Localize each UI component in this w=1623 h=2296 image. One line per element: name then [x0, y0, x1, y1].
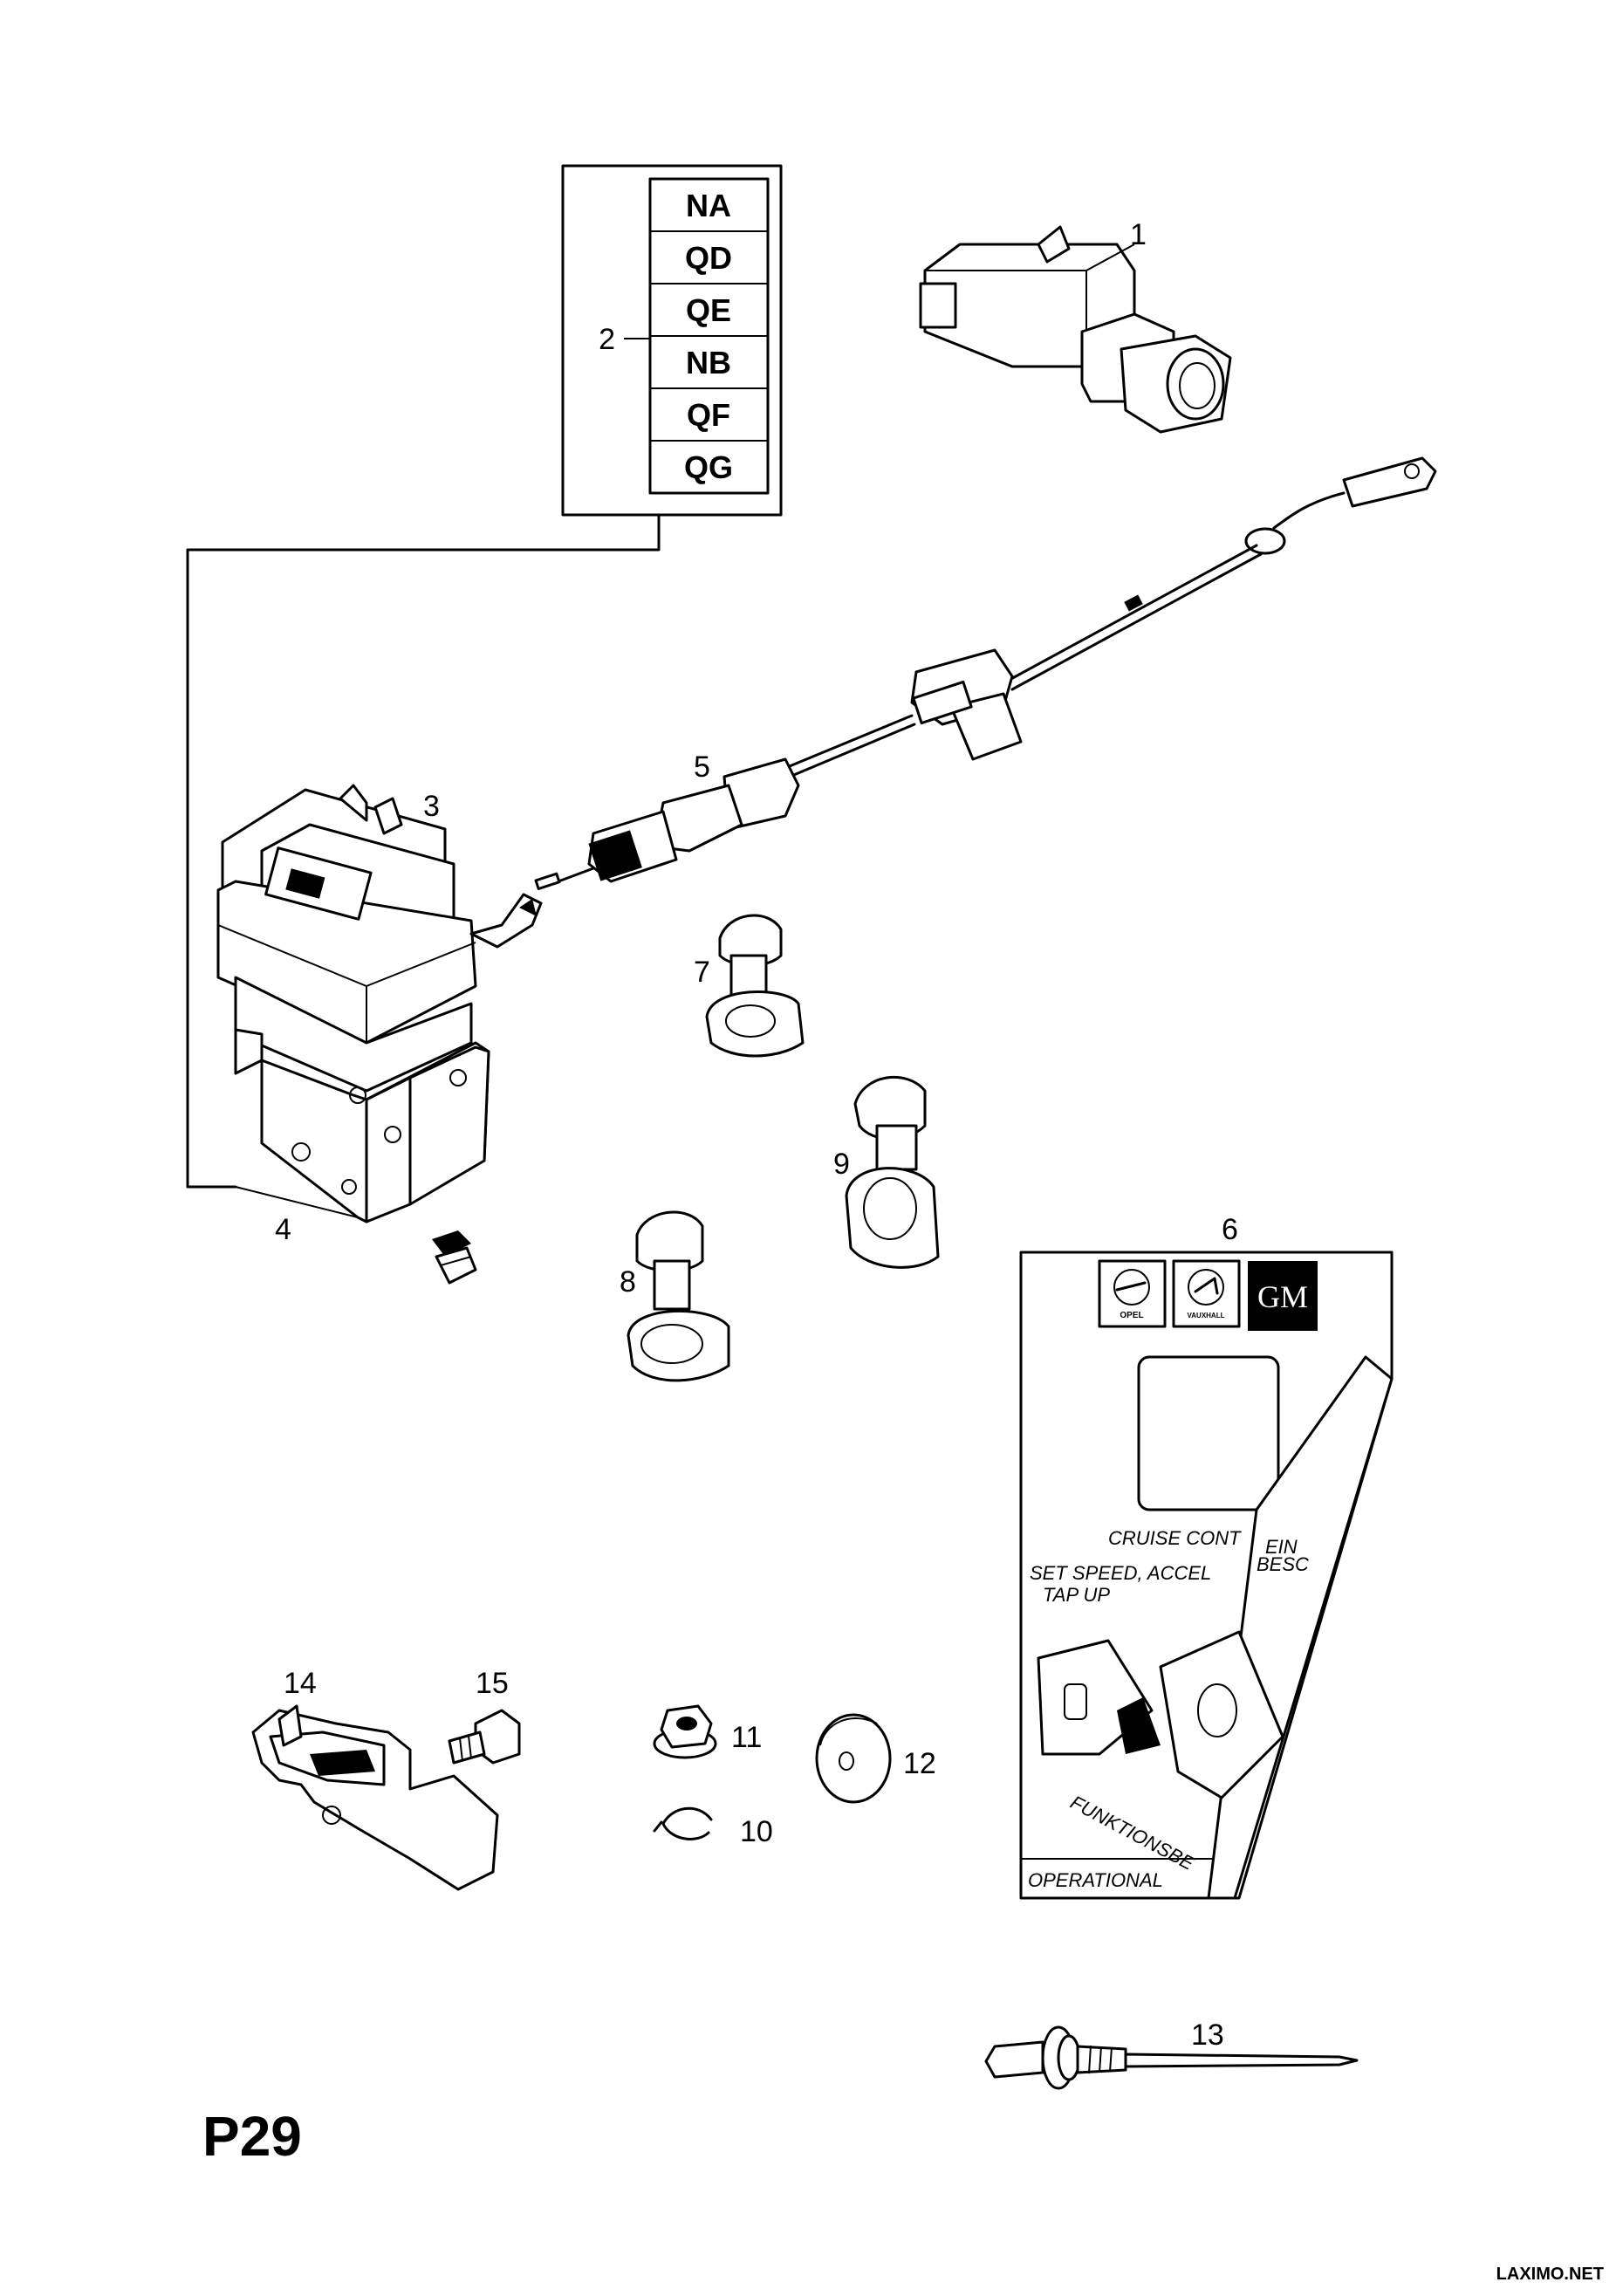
card-line-1: CRUISE CONT: [1108, 1527, 1242, 1549]
callout-11: 11: [731, 1721, 762, 1754]
card-footer: OPERATIONAL: [1028, 1869, 1163, 1891]
callout-6: 6: [1222, 1213, 1238, 1246]
variant-code-qd: QD: [685, 240, 732, 276]
bolt-icon: 15: [448, 1667, 521, 1765]
washer-icon: 12: [815, 1713, 936, 1804]
clip-9-icon: 9: [833, 1076, 940, 1269]
card-line-3: TAP UP: [1043, 1584, 1110, 1606]
card-fold-line-1: EIN: [1265, 1536, 1298, 1558]
variant-code-na: NA: [686, 188, 731, 223]
svg-text:OPEL: OPEL: [1120, 1311, 1143, 1320]
clip-7-icon: 7: [694, 914, 805, 1058]
callout-9: 9: [833, 1148, 850, 1181]
callout-14: 14: [284, 1667, 317, 1700]
callout-8: 8: [620, 1265, 636, 1299]
variant-code-qf: QF: [687, 397, 730, 433]
clip-8-icon: 8: [620, 1210, 730, 1382]
callout-5: 5: [694, 750, 710, 784]
screw-icon: [432, 1230, 477, 1285]
cruise-control-unit-icon: 3: [216, 784, 543, 1093]
lever-icon: 14: [251, 1667, 499, 1891]
callout-2: 2: [599, 323, 615, 356]
opel-logo-icon: OPEL: [1098, 1259, 1167, 1328]
callout-12: 12: [903, 1747, 936, 1780]
variant-code-nb: NB: [686, 345, 731, 380]
card-fold-line-2: BESC: [1257, 1553, 1309, 1575]
svg-text:GM: GM: [1257, 1279, 1308, 1314]
callout-3: 3: [423, 790, 440, 823]
brake-switch-icon: 1: [919, 218, 1232, 434]
cable-icon: 5: [534, 456, 1437, 890]
variant-code-qg: QG: [684, 449, 733, 485]
card-line-2: SET SPEED, ACCEL: [1030, 1562, 1211, 1584]
variant-code-table: NA QD QE NB QF QG 2: [561, 164, 783, 517]
variant-code-column: NA QD QE NB QF QG: [648, 177, 770, 495]
rivet-icon: 13: [984, 2018, 1359, 2090]
gm-logo-icon: GM: [1248, 1261, 1318, 1331]
callout-10: 10: [740, 1815, 773, 1848]
page-code: P29: [202, 2105, 302, 2168]
callout-4: 4: [275, 1213, 291, 1246]
variant-code-qe: QE: [686, 292, 731, 328]
nut-icon: 11: [653, 1704, 762, 1759]
watermark: LAXIMO.NET: [1496, 2265, 1604, 2284]
circlip-icon: 10: [653, 1806, 773, 1848]
vauxhall-logo-icon: VAUXHALL: [1172, 1259, 1241, 1328]
callout-13: 13: [1191, 2018, 1224, 2052]
callout-1: 1: [1130, 218, 1147, 251]
svg-text:VAUXHALL: VAUXHALL: [1188, 1312, 1225, 1319]
callout-7: 7: [694, 956, 710, 989]
callout-15: 15: [476, 1667, 509, 1700]
instruction-card-icon: OPEL VAUXHALL GM CRUISE CONT SET SPEED, …: [1019, 1213, 1394, 1900]
assembly-group-bracket: [186, 513, 661, 1189]
card-blank-panel: [1137, 1355, 1280, 1511]
bracket-icon: 4: [234, 1028, 490, 1246]
